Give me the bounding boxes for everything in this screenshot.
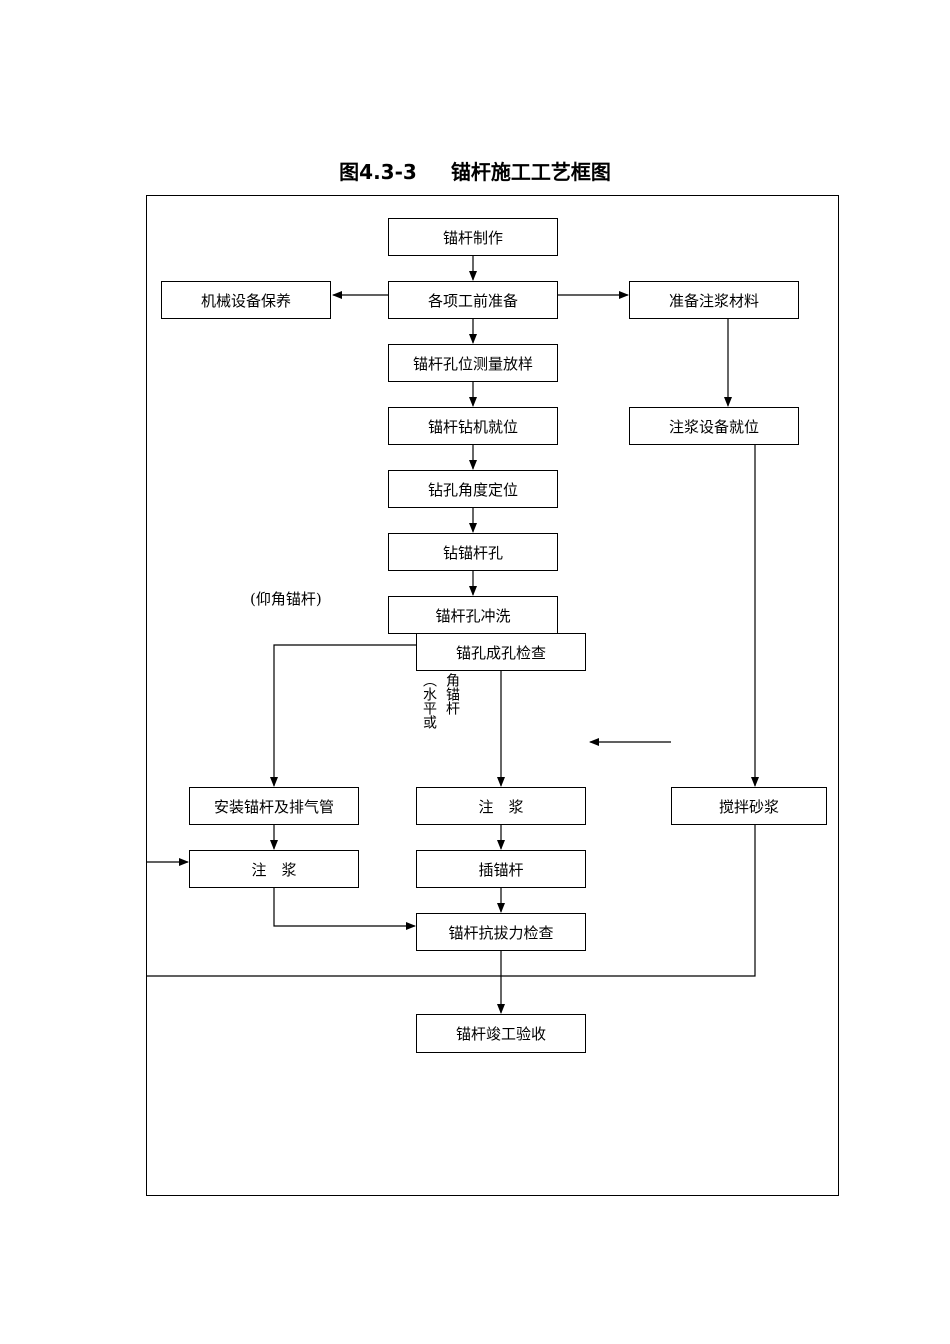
- mix-return-line: [147, 825, 756, 977]
- box-drill-positioning: 锚杆钻机就位: [388, 407, 558, 445]
- box-insert-anchor: 插锚杆: [416, 850, 586, 888]
- label-elevation-anchor: (仰角锚杆): [250, 590, 322, 608]
- box-hole-survey: 锚杆孔位测量放样: [388, 344, 558, 382]
- box-drilling: 钻锚杆孔: [388, 533, 558, 571]
- box-grouting-left: 注 浆: [189, 850, 359, 888]
- arrow-inspect-install: [270, 644, 416, 787]
- box-completion-acceptance: 锚杆竣工验收: [416, 1014, 586, 1053]
- box-grout-materials: 准备注浆材料: [629, 281, 799, 319]
- box-hole-inspection: 锚孔成孔检查: [416, 633, 586, 671]
- box-grout-equipment: 注浆设备就位: [629, 407, 799, 445]
- label-horizontal-anchor-col2: 角锚杆: [444, 673, 460, 715]
- box-mix-mortar: 搅拌砂浆: [671, 787, 827, 825]
- label-horizontal-anchor-col1: （水平或: [421, 673, 437, 729]
- figure-number: 图4.3-3: [339, 160, 417, 184]
- diagram-frame: [146, 195, 839, 1196]
- box-equipment-maintenance: 机械设备保养: [161, 281, 331, 319]
- box-angle-setting: 钻孔角度定位: [388, 470, 558, 508]
- figure-name: 锚杆施工工艺框图: [450, 160, 611, 184]
- box-hole-flushing: 锚杆孔冲洗: [388, 596, 558, 634]
- box-anchor-fabrication: 锚杆制作: [388, 218, 558, 256]
- box-pullout-test: 锚杆抗拔力检查: [416, 913, 586, 951]
- box-grouting-middle: 注 浆: [416, 787, 586, 825]
- box-preparation: 各项工前准备: [388, 281, 558, 319]
- arrow-groutleft-pullout: [273, 888, 416, 930]
- box-install-anchor: 安装锚杆及排气管: [189, 787, 359, 825]
- figure-title: 图4.3-3 锚杆施工工艺框图: [0, 156, 950, 185]
